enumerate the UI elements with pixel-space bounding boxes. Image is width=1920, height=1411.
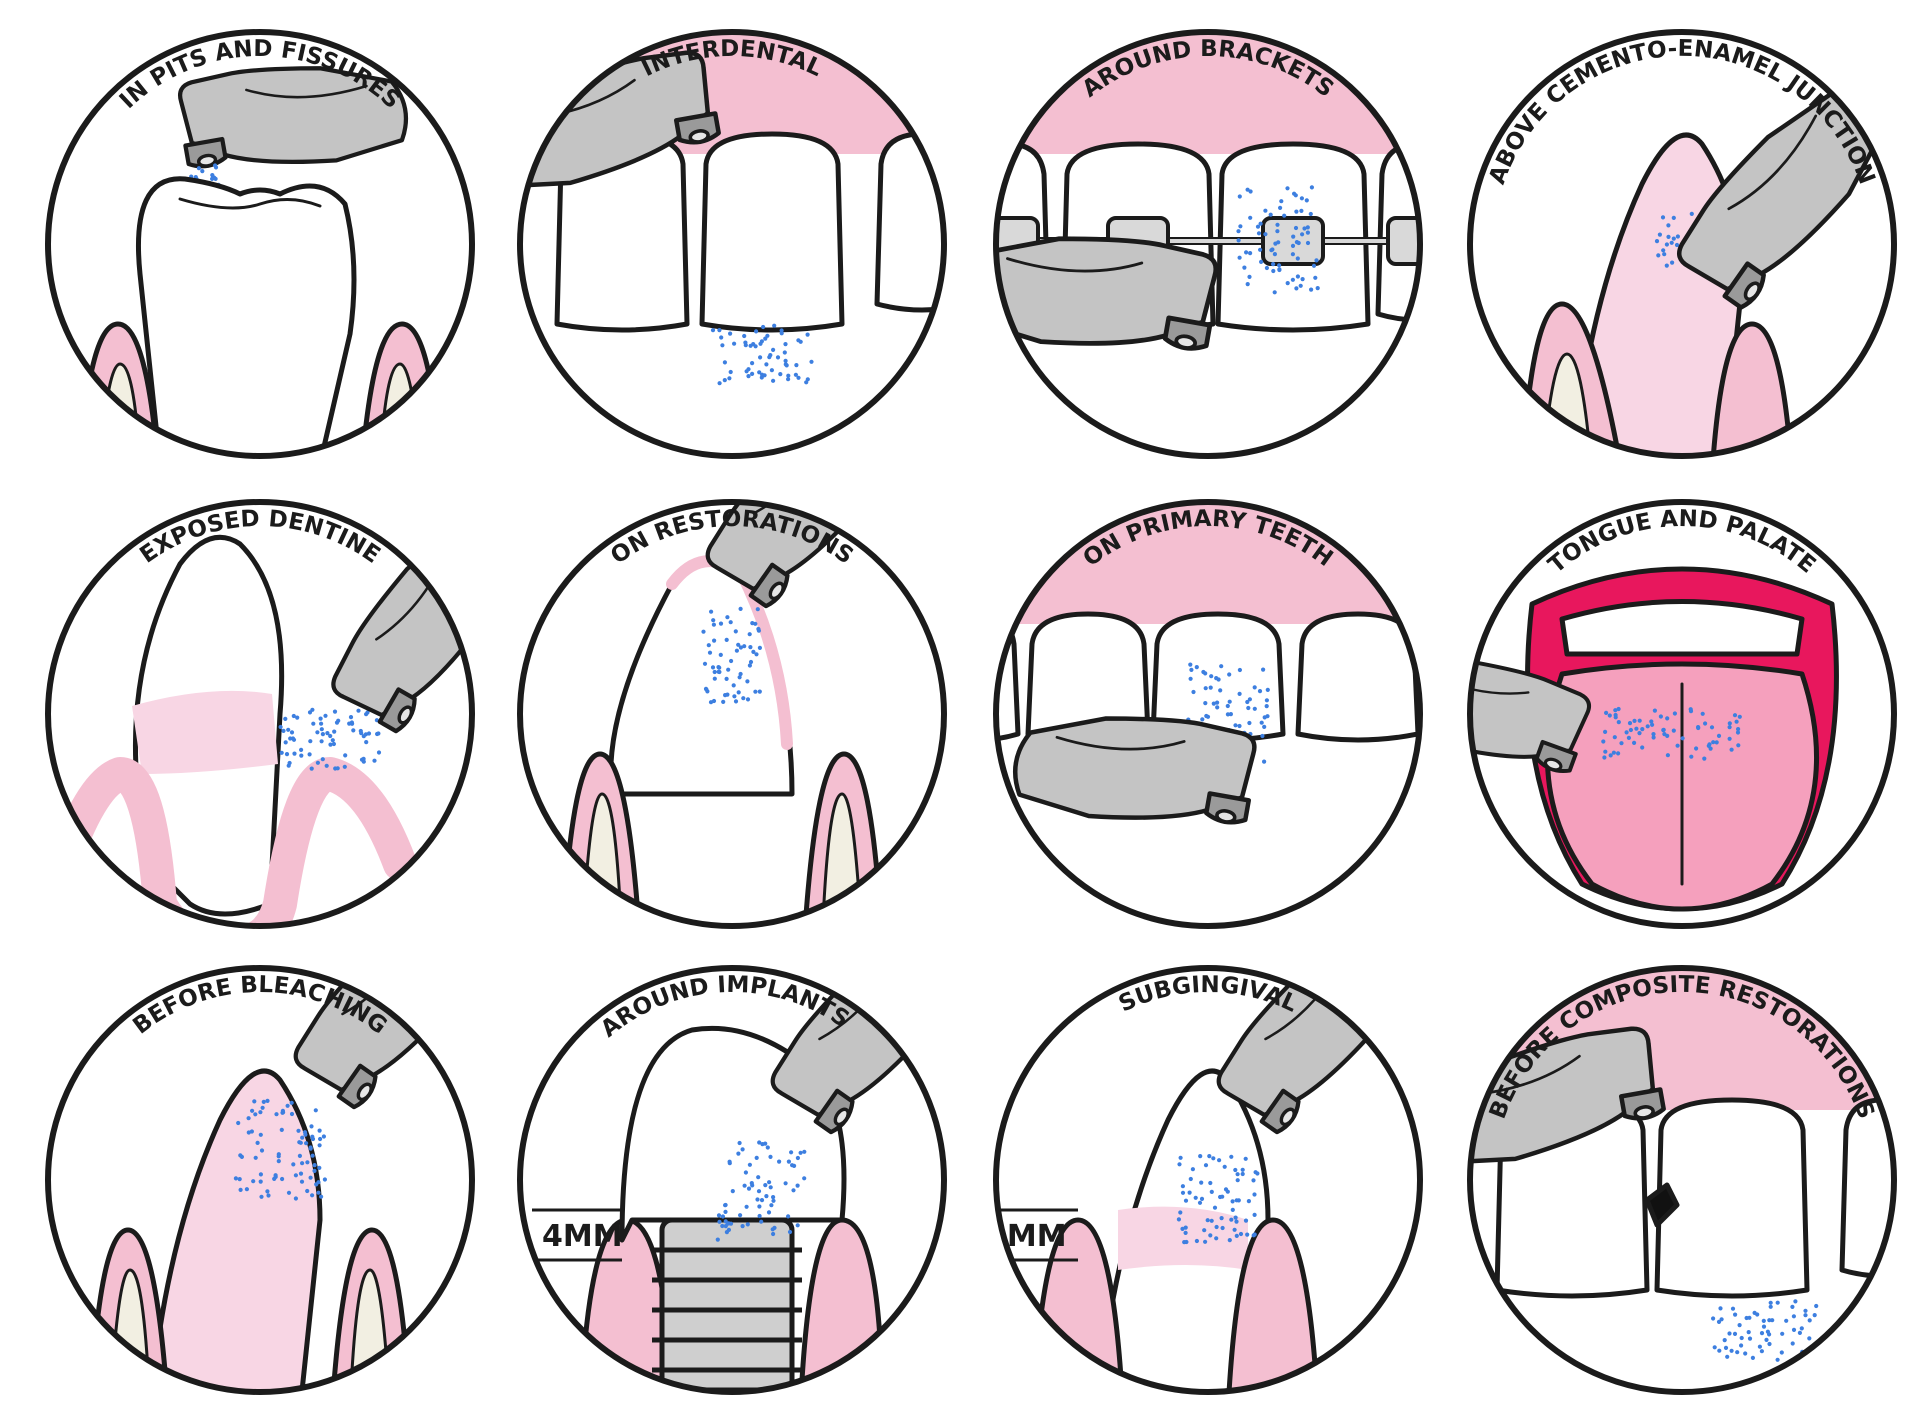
nozzle-tip [833,1107,850,1127]
panel-restorations: ON RESTORATIONS [517,499,947,929]
handpiece-icon [1472,1026,1666,1165]
exposed-dentine [132,690,278,774]
panel-outline [993,499,1423,929]
nozzle-tip [1743,281,1761,302]
panel-tongue: TONGUE AND PALATE [1467,499,1897,929]
molar-crown [135,176,357,454]
panel-outline [1467,499,1897,929]
nozzle-tip [356,1082,373,1102]
pocket-depth-label: 4MM [542,1219,623,1254]
air-polishing-spray [1711,1299,1819,1362]
front-tooth [874,131,942,313]
handpiece-icon [177,66,409,169]
nozzle-tip [688,129,710,144]
panel-outline [993,29,1423,459]
gum-line [50,757,417,924]
nozzle-tip [768,581,785,601]
panel-outline [993,965,1423,1395]
front-tooth [699,131,845,333]
handpiece-icon [998,236,1219,351]
air-polishing-spray [1176,1154,1260,1245]
panel-outline [1467,965,1897,1395]
nozzle-tip [1174,334,1197,350]
handpiece-crease [1006,257,1144,273]
nozzle-tip [1215,809,1237,824]
air-polishing-spray [278,707,382,771]
panel-composite: BEFORE COMPOSITE RESTORATIONS [1467,965,1897,1395]
handpiece-crease [1055,735,1186,751]
gum-right [1225,1217,1321,1390]
nozzle-tip [1633,1105,1655,1120]
handpiece-body [705,504,903,591]
panel-dentine: EXPOSED DENTINE [45,499,475,929]
panel-outline [517,499,947,929]
panel-art: 4MM [532,970,942,1390]
panel-art [998,34,1418,351]
panel-outline [45,965,475,1395]
panel-outline [45,29,475,459]
panel-primary: ON PRIMARY TEETH [993,499,1423,929]
handpiece-icon [1012,716,1257,825]
air-polishing-spray [710,323,814,386]
implant-screw [659,1217,795,1390]
panel-art: 4MM [998,970,1414,1390]
root-surface [1118,1206,1248,1270]
handpiece-crease [245,84,368,99]
panel-art [1472,566,1839,912]
air-polishing-spray [233,1098,327,1201]
bracket-icon [1386,216,1418,266]
nozzle-tip [1543,757,1563,772]
nozzle-tip [196,153,218,168]
handpiece-body [1472,658,1592,759]
panel-outline [45,499,475,929]
handpiece-body [1472,1026,1656,1165]
front-tooth [1654,1097,1810,1299]
panel-outline [517,29,947,459]
fissure-line [178,197,322,210]
caries-lesion [1644,1182,1680,1228]
air-polishing-spray [715,1140,807,1242]
panel-outline [517,965,947,1395]
panel-cej: ABOVE CEMENTO-ENAMEL JUNCTION [1467,29,1897,459]
panel-bleaching: BEFORE BLEACHING [45,965,475,1395]
nozzle-tip [1279,1107,1296,1127]
air-polishing-spray [701,606,762,705]
upper-teeth [1559,599,1805,657]
panel-interdental: INTERDENTAL [517,29,947,459]
bracket-icon [1261,216,1325,266]
handpiece-crease [1264,970,1349,1041]
panel-brackets: AROUND BRACKETS [993,29,1423,459]
nozzle-tip [397,705,414,725]
handpiece-crease [1727,114,1818,211]
panel-outline [1467,29,1897,459]
panel-pits: IN PITS AND FISSURES [45,29,475,459]
panel-art [1519,91,1886,454]
front-tooth [1295,611,1418,743]
air-polishing-spray [1236,185,1320,295]
air-polishing-spray [1601,706,1742,761]
